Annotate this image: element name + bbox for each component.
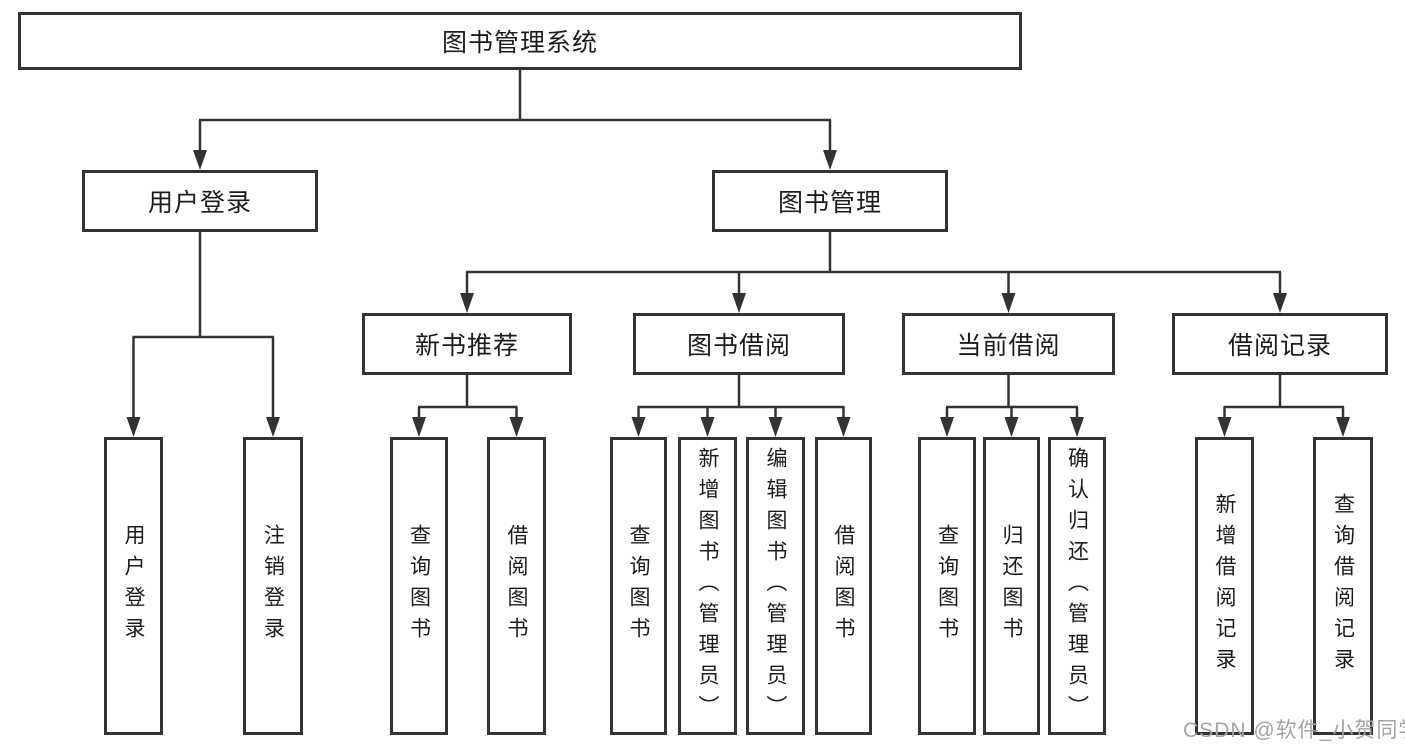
node-query-borrow-record: 查询借阅记录 bbox=[1313, 437, 1373, 735]
arrow-to-confirm-return-admin bbox=[1070, 417, 1084, 437]
arrow-to-query-borrow-record bbox=[1336, 417, 1350, 437]
node-label: 用户登录 bbox=[122, 524, 145, 648]
node-label: 当前借阅 bbox=[956, 332, 1061, 360]
node-label: 查询图书 bbox=[627, 524, 650, 648]
arrow-to-borrow-records bbox=[1273, 293, 1287, 313]
csdn-watermark: CSDN @软件_小贺同学 bbox=[1183, 719, 1405, 742]
node-label: 新增图书（管理员） bbox=[696, 446, 719, 726]
arrow-to-user-login bbox=[193, 150, 207, 170]
connector-book-borrow-branch bbox=[637, 375, 845, 420]
node-label: 查询图书 bbox=[935, 524, 959, 648]
node-logout-leaf: 注销登录 bbox=[243, 437, 303, 735]
node-edit-book-admin: 编辑图书（管理员） bbox=[746, 437, 805, 735]
node-label: 新增借阅记录 bbox=[1213, 493, 1236, 679]
arrow-to-add-borrow-record bbox=[1217, 417, 1232, 437]
node-label: 图书借阅 bbox=[686, 332, 791, 360]
node-book-borrow: 图书借阅 bbox=[633, 313, 845, 375]
node-add-book-admin: 新增图书（管理员） bbox=[678, 437, 737, 735]
arrow-to-user-login-leaf bbox=[126, 417, 141, 437]
arrow-to-borrow-books-recommend bbox=[509, 417, 524, 437]
connector-user-login-branch bbox=[132, 232, 275, 420]
arrow-to-query-books-current bbox=[940, 417, 954, 437]
node-borrow-records: 借阅记录 bbox=[1172, 313, 1388, 375]
node-label: 借阅记录 bbox=[1227, 332, 1332, 360]
connector-current-borrow-branch bbox=[945, 375, 1079, 420]
node-book-management: 图书管理 bbox=[712, 170, 948, 232]
arrow-to-add-book-admin bbox=[700, 417, 715, 437]
node-label: 查询借阅记录 bbox=[1331, 493, 1355, 679]
node-borrow-books-recommend: 借阅图书 bbox=[487, 437, 546, 735]
arrow-to-book-management bbox=[823, 150, 837, 170]
node-borrow-books-borrowing: 借阅图书 bbox=[815, 437, 872, 735]
node-label: 图书管理 bbox=[777, 189, 882, 217]
arrow-to-borrow-books-borrowing bbox=[836, 417, 851, 437]
node-label: 借阅图书 bbox=[505, 524, 528, 648]
connector-new-book-branch bbox=[417, 375, 518, 420]
connector-root-branch bbox=[198, 70, 832, 153]
arrow-to-return-books bbox=[1004, 417, 1019, 437]
arrow-to-book-borrow bbox=[732, 293, 746, 313]
node-add-borrow-record: 新增借阅记录 bbox=[1195, 437, 1254, 735]
node-new-book-recommend: 新书推荐 bbox=[362, 313, 572, 375]
node-query-books-borrowing: 查询图书 bbox=[610, 437, 667, 735]
arrow-to-new-book-recommend bbox=[460, 293, 474, 313]
node-query-books-recommend: 查询图书 bbox=[390, 437, 448, 735]
connector-book-management-branch bbox=[465, 232, 1282, 296]
connector-borrow-records-branch bbox=[1223, 375, 1345, 420]
node-label: 图书管理系统 bbox=[441, 29, 598, 57]
node-root: 图书管理系统 bbox=[18, 12, 1022, 70]
node-query-books-current: 查询图书 bbox=[918, 437, 976, 735]
node-label: 编辑图书（管理员） bbox=[764, 446, 787, 726]
node-label: 查询图书 bbox=[407, 524, 431, 648]
node-return-books: 归还图书 bbox=[983, 437, 1040, 735]
node-current-borrow: 当前借阅 bbox=[902, 313, 1115, 375]
node-user-login: 用户登录 bbox=[82, 170, 318, 232]
node-label: 确认归还（管理员） bbox=[1065, 446, 1089, 726]
arrow-to-query-books-recommend bbox=[412, 417, 426, 437]
node-label: 用户登录 bbox=[147, 189, 252, 217]
node-label: 归还图书 bbox=[1000, 524, 1023, 648]
node-label: 注销登录 bbox=[261, 524, 285, 648]
node-user-login-leaf: 用户登录 bbox=[104, 437, 163, 735]
arrow-to-edit-book-admin bbox=[768, 417, 783, 437]
arrow-to-query-books-borrowing bbox=[631, 417, 646, 437]
node-label: 新书推荐 bbox=[414, 332, 519, 360]
arrow-to-current-borrow bbox=[1001, 293, 1016, 313]
node-label: 借阅图书 bbox=[832, 524, 855, 648]
arrowheads bbox=[126, 150, 1350, 437]
node-confirm-return-admin: 确认归还（管理员） bbox=[1048, 437, 1106, 735]
arrow-to-logout-leaf bbox=[266, 417, 280, 437]
